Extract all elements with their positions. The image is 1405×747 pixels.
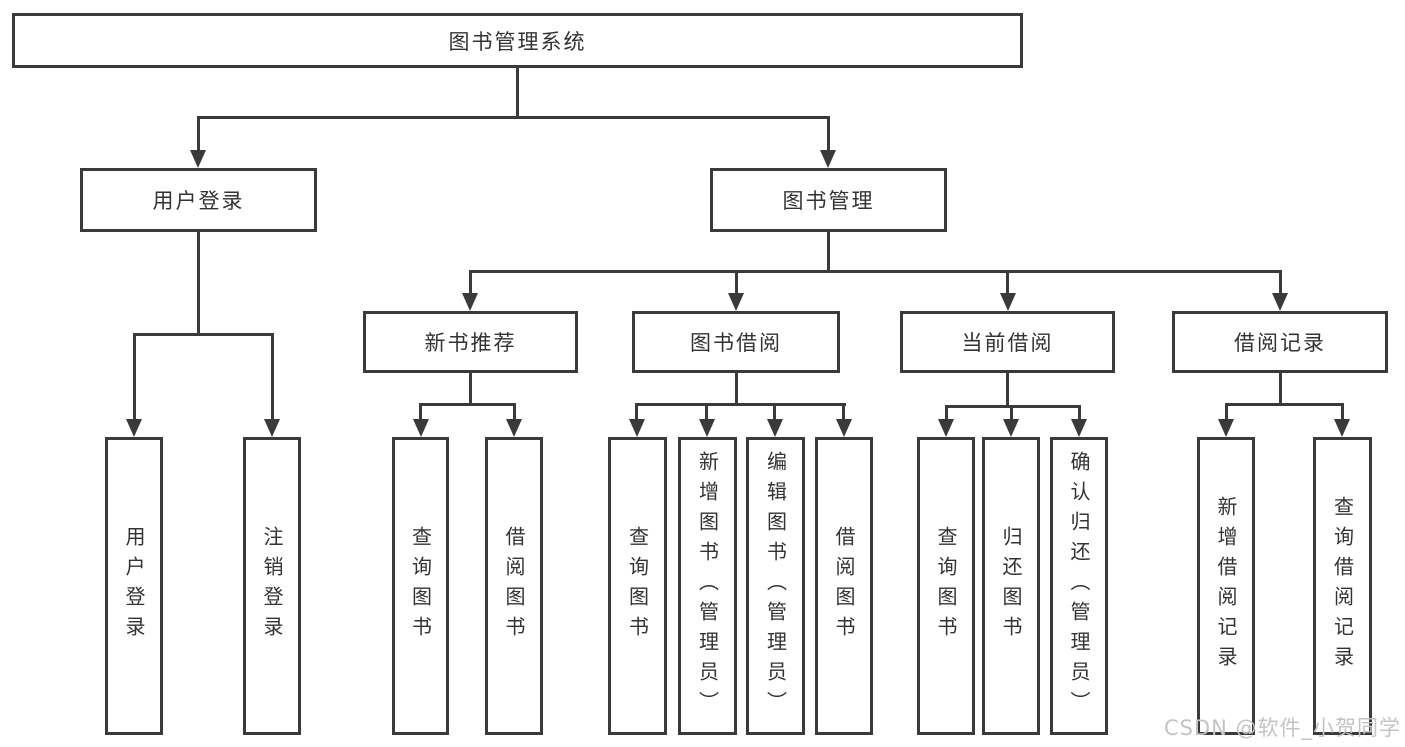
connector-line (635, 403, 638, 421)
leaf-newbook-borrow-books: 借阅图书 (485, 437, 543, 735)
connector-line (1341, 403, 1344, 421)
leaf-logout-login: 注销登录 (243, 437, 301, 735)
node-book-borrow: 图书借阅 (632, 311, 840, 373)
connector-line (1006, 373, 1009, 408)
connector-line (197, 232, 200, 336)
arrow-down-icon (126, 419, 142, 437)
connector-line (827, 116, 830, 152)
connector-line (197, 116, 830, 119)
connector-line (133, 333, 136, 421)
leaf-borrow-borrow-books: 借阅图书 (815, 437, 873, 735)
connector-line (1279, 270, 1282, 295)
arrow-down-icon (413, 419, 429, 437)
connector-line (469, 270, 472, 295)
leaf-user-login: 用户登录 (105, 437, 163, 735)
arrow-down-icon (190, 150, 206, 168)
arrow-down-icon (462, 293, 478, 311)
arrow-down-icon (699, 419, 715, 437)
connector-line (1279, 373, 1282, 406)
arrow-down-icon (1218, 419, 1234, 437)
connector-line (735, 373, 738, 406)
connector-line (469, 270, 1282, 273)
leaf-borrow-edit-books-admin: 编辑图书（管理员） (746, 437, 805, 735)
leaf-current-query-books: 查询图书 (917, 437, 975, 735)
connector-line (513, 403, 516, 421)
arrow-down-icon (629, 419, 645, 437)
csdn-watermark: CSDN @软件_小贺同学 (1163, 716, 1401, 740)
leaf-borrow-add-books-admin: 新增图书（管理员） (678, 437, 737, 735)
arrow-down-icon (506, 419, 522, 437)
node-borrow-records: 借阅记录 (1172, 311, 1388, 373)
connector-line (945, 405, 948, 421)
arrow-down-icon (836, 419, 852, 437)
connector-line (705, 403, 708, 421)
arrow-down-icon (820, 150, 836, 168)
connector-line (842, 403, 845, 421)
leaf-current-confirm-return-admin: 确认归还（管理员） (1050, 437, 1108, 735)
connector-line (773, 403, 776, 421)
leaf-records-add-borrow-record: 新增借阅记录 (1197, 437, 1255, 735)
connector-line (516, 68, 519, 118)
connector-line (197, 116, 200, 152)
leaf-borrow-query-books: 查询图书 (608, 437, 667, 735)
connector-line (635, 403, 846, 406)
node-new-book-recommend: 新书推荐 (363, 311, 578, 373)
connector-line (945, 405, 1081, 408)
arrow-down-icon (1003, 419, 1019, 437)
connector-line (1225, 403, 1344, 406)
arrow-down-icon (264, 419, 280, 437)
connector-line (419, 403, 516, 406)
arrow-down-icon (1000, 293, 1016, 311)
node-current-borrow: 当前借阅 (900, 311, 1115, 373)
arrow-down-icon (1334, 419, 1350, 437)
connector-line (1078, 405, 1081, 421)
leaf-newbook-query-books: 查询图书 (392, 437, 449, 735)
leaf-current-return-books: 归还图书 (982, 437, 1040, 735)
arrow-down-icon (1272, 293, 1288, 311)
connector-line (827, 232, 830, 273)
connector-line (1010, 405, 1013, 421)
connector-line (735, 270, 738, 295)
node-library-management-system: 图书管理系统 (12, 13, 1023, 68)
node-user-login: 用户登录 (80, 168, 317, 232)
connector-line (271, 333, 274, 421)
arrow-down-icon (728, 293, 744, 311)
connector-line (1006, 270, 1009, 295)
leaf-records-query-borrow-record: 查询借阅记录 (1313, 437, 1372, 735)
connector-line (469, 373, 472, 406)
arrow-down-icon (1071, 419, 1087, 437)
connector-line (133, 333, 274, 336)
arrow-down-icon (938, 419, 954, 437)
connector-line (1225, 403, 1228, 421)
connector-line (419, 403, 422, 421)
arrow-down-icon (767, 419, 783, 437)
node-book-management: 图书管理 (710, 168, 947, 232)
